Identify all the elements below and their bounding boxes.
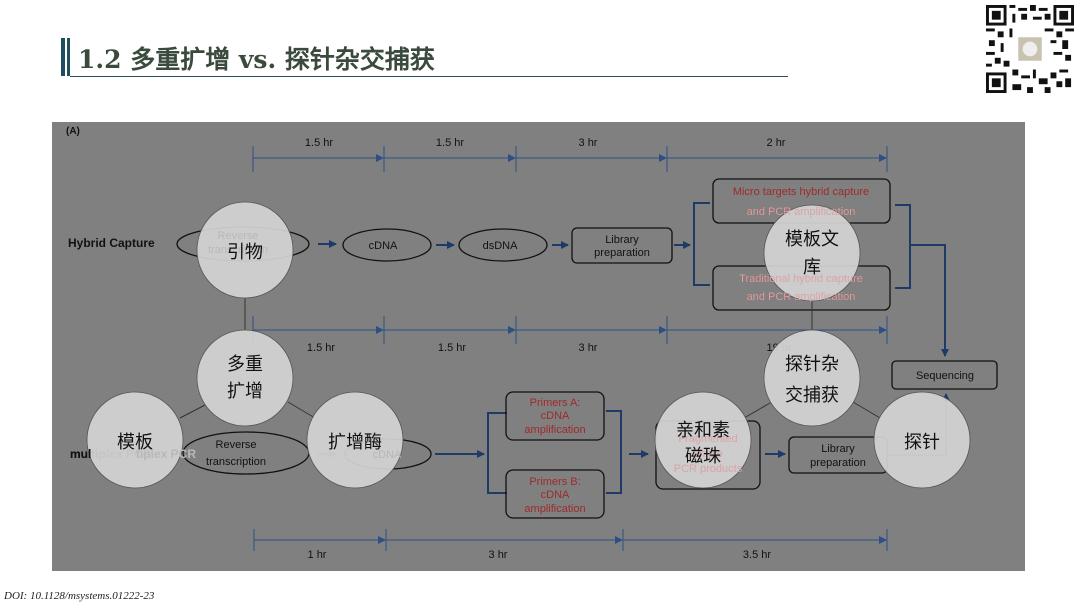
ghost-text: ample: [693, 448, 723, 460]
connector-line: [743, 402, 771, 419]
merge-bracket: [606, 410, 622, 494]
duration-label: 3 hr: [579, 137, 598, 149]
node-text: amplification: [524, 424, 585, 436]
ghost-text: cDNA: [373, 449, 402, 461]
node-text: Library: [605, 234, 639, 246]
template-circle: [86, 391, 184, 489]
duration-label: 1.5 hr: [307, 342, 335, 354]
title-divider: [70, 76, 788, 77]
dsdna-node: [458, 228, 548, 262]
duration-label: 3.5 hr: [743, 549, 771, 561]
node-text: Primers A:: [530, 397, 581, 409]
qr-code-icon: [986, 5, 1074, 93]
streptavidin-beads-circle: [654, 391, 752, 489]
node-text: Primers B:: [529, 476, 580, 488]
ghost-text: Reverse: [218, 230, 259, 242]
sequencing-node: [891, 360, 998, 390]
node-text: Library: [821, 443, 855, 455]
node-text: Micro targets hybrid capture: [733, 186, 869, 198]
ghost-text: and PCR amplification: [747, 291, 856, 303]
probe-capture-circle: [763, 329, 861, 427]
circle-label: 模板: [117, 432, 153, 453]
duration-label: 1 hr: [308, 549, 327, 561]
doi-citation: DOI: 10.1128/msystems.01222-23: [4, 590, 155, 602]
title-accent-bar-secondary: [67, 38, 70, 76]
circle-label: 扩增酶: [328, 432, 382, 453]
template-library-circle: [763, 204, 861, 302]
node-text: transcription: [206, 456, 266, 468]
connector-line: [179, 404, 206, 419]
panel-label: (A): [66, 126, 80, 137]
primers-b-node: [505, 469, 605, 519]
duration-label: 1.5 hr: [436, 137, 464, 149]
circle-label: 多重: [227, 354, 263, 375]
probe-circle: [873, 391, 971, 489]
to-sequencing-arrow: [910, 244, 949, 357]
hybrid-timeline: [252, 146, 888, 172]
primer-circle: [196, 201, 294, 299]
node-text: amplification: [524, 503, 585, 515]
library-prep-node: [571, 227, 673, 264]
title-accent-bar: [61, 38, 65, 76]
duration-label: 1.5 hr: [305, 137, 333, 149]
merge-bracket: [895, 204, 911, 289]
connector-line: [287, 401, 316, 419]
multiplex-amp-circle: [196, 329, 294, 427]
circle-label: 探针: [904, 432, 940, 453]
polymerase-circle: [306, 391, 404, 489]
page-title: 1.2 多重扩增 vs. 探针杂交捕获: [78, 45, 435, 74]
node-text: cDNA: [541, 410, 570, 422]
circle-label: 亲和素: [676, 420, 730, 441]
node-text: cDNA: [369, 240, 398, 252]
duration-label: 1.5 hr: [438, 342, 466, 354]
circle-label: 磁珠: [685, 446, 721, 467]
ghost-text: and PCR amplification: [747, 206, 856, 218]
node-text: Sequencing: [916, 370, 974, 382]
circle-label: 扩增: [227, 381, 263, 402]
node-text: Reverse: [216, 439, 257, 451]
ghost-text: transcription: [208, 244, 268, 256]
node-text: cDNA: [541, 489, 570, 501]
circle-label: 模板文: [785, 229, 839, 250]
split-bracket: [487, 412, 507, 494]
duration-label: 2 hr: [767, 137, 786, 149]
cdna-node: [342, 228, 432, 262]
hybrid-capture-label: Hybrid Capture: [68, 236, 155, 250]
multiplex-label-visible: mul: [70, 447, 91, 461]
ghost-text: Traditional hybrid capture: [739, 273, 863, 285]
node-text: dsDNA: [483, 240, 519, 252]
circle-label: 交捕获: [785, 385, 839, 406]
circle-label: 引物: [227, 242, 263, 263]
primers-a-node: [505, 391, 605, 441]
multiplex-timeline: [253, 529, 888, 551]
ghost-text: Fragmented: [678, 433, 737, 445]
overlay-connectors: [179, 298, 881, 419]
ghost-text: tiplex PCR: [136, 447, 196, 461]
duration-label: 3 hr: [489, 549, 508, 561]
circle-label: 探针杂: [785, 354, 839, 375]
node-text: preparation: [594, 247, 650, 259]
duration-label: 3 hr: [579, 342, 598, 354]
split-bracket: [693, 202, 710, 286]
connector-line: [852, 401, 881, 419]
node-text: preparation: [810, 457, 866, 469]
circle-label: 库: [803, 257, 821, 278]
ghost-text: PCR products: [674, 463, 743, 475]
